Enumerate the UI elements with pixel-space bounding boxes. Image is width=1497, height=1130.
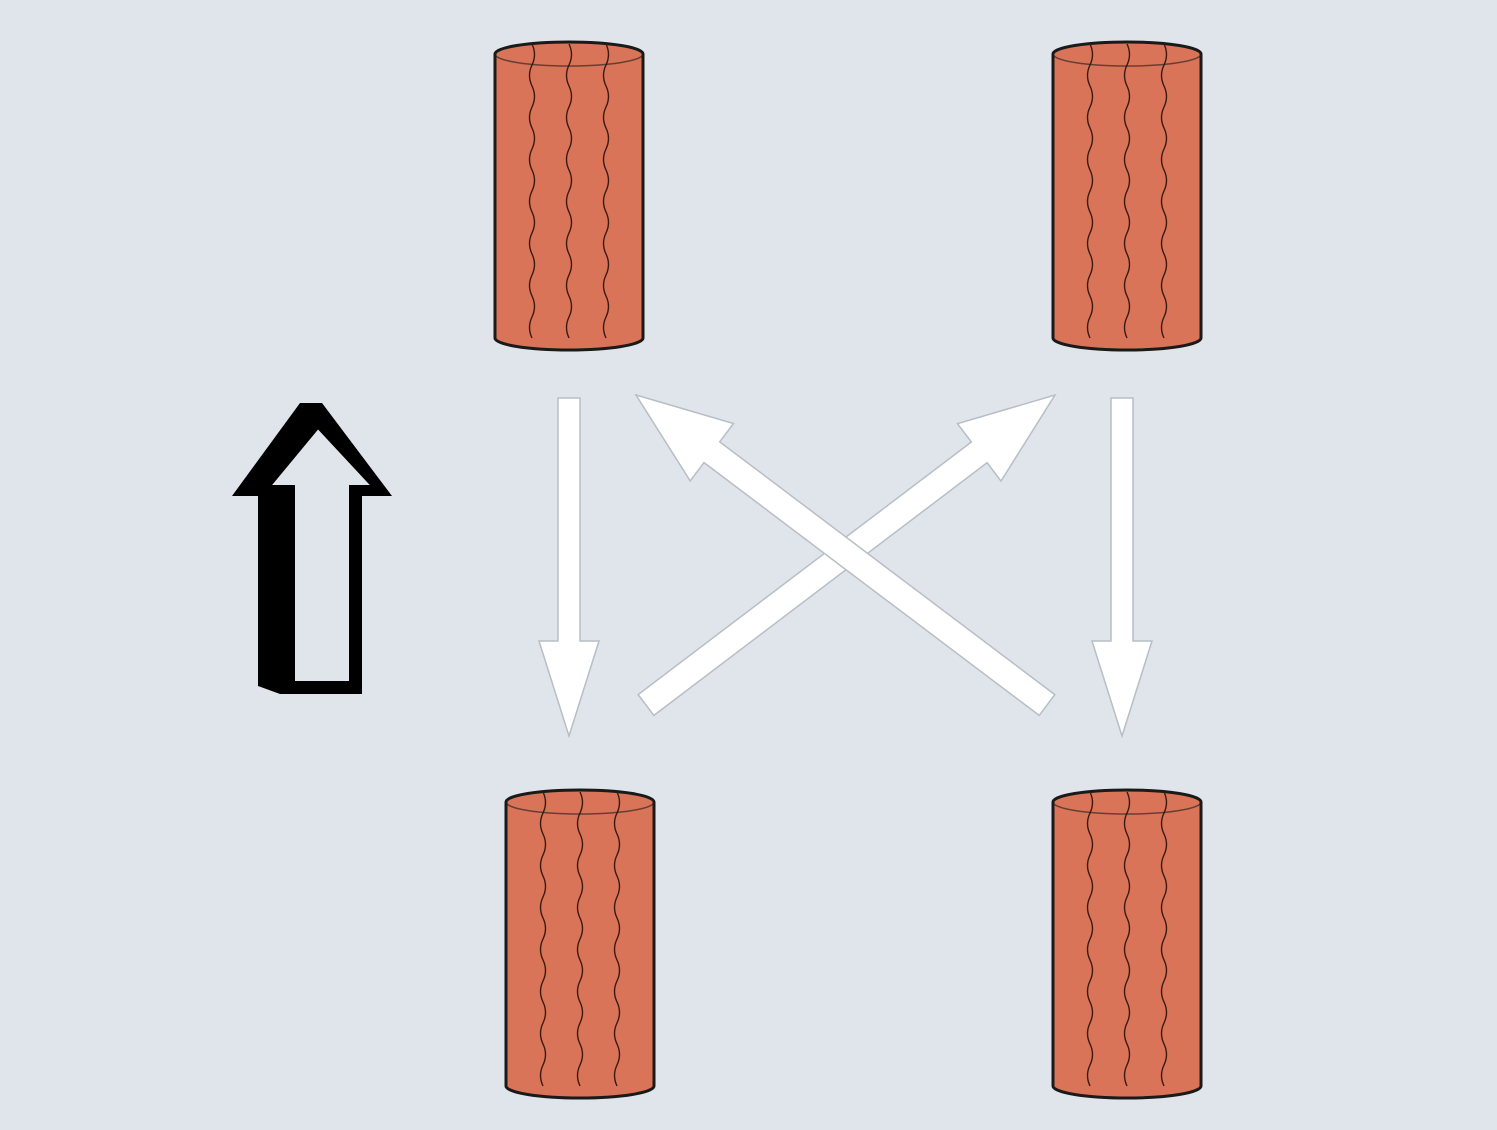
direction-arrow-face xyxy=(267,426,375,683)
tire-rim xyxy=(505,801,655,815)
tread-groove xyxy=(528,43,536,339)
tire-rim xyxy=(1052,801,1202,815)
tire-body xyxy=(504,788,656,1100)
rotation-arrow-front-left-to-rear-left xyxy=(537,397,601,739)
tread-groove xyxy=(565,43,573,339)
forward-arrow-icon xyxy=(232,403,392,694)
tires xyxy=(493,40,1203,1100)
rotation-arrow-rear-right-to-front-left xyxy=(634,393,1056,717)
tread-groove xyxy=(539,791,547,1087)
tread-groove xyxy=(602,43,610,339)
tire-body xyxy=(1051,40,1203,352)
tire-icon-rear-left xyxy=(504,788,656,1100)
tread-groove xyxy=(613,791,621,1087)
tire-rim xyxy=(1052,53,1202,67)
tire-body xyxy=(493,40,645,352)
tread-groove xyxy=(1160,43,1168,339)
tire-icon-front-left xyxy=(493,40,645,352)
tire-icon-front-right xyxy=(1051,40,1203,352)
rotation-arrow-front-right-to-rear-right xyxy=(1090,397,1154,739)
tread-groove xyxy=(1123,43,1131,339)
tread-groove xyxy=(1086,43,1094,339)
rotation-arrows xyxy=(537,393,1154,739)
tire-icon-rear-right xyxy=(1051,788,1203,1100)
tire-rim xyxy=(494,53,644,67)
direction-indicator xyxy=(232,403,392,694)
tread-groove xyxy=(576,791,584,1087)
tire-body xyxy=(1051,788,1203,1100)
tread-groove xyxy=(1160,791,1168,1087)
tread-groove xyxy=(1123,791,1131,1087)
tread-groove xyxy=(1086,791,1094,1087)
